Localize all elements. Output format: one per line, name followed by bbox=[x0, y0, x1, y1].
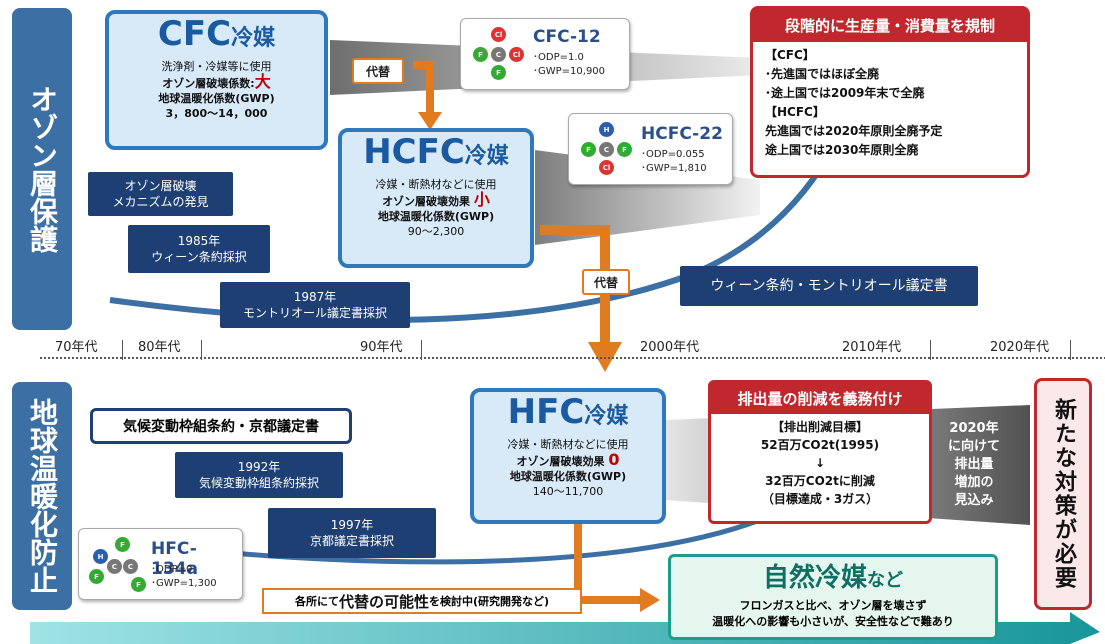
forecast-note: 2020年に向けて排出量増加の見込み bbox=[947, 421, 1000, 508]
research-note: 各所にて代替の可能性を検討中(研究開発など) bbox=[262, 588, 582, 614]
timeline-tick bbox=[201, 340, 202, 360]
ozone-section-label: オゾン層保護 bbox=[12, 8, 72, 330]
new-measures-box: 新たな対策が必要 bbox=[1034, 378, 1092, 610]
era-2000s: 2000年代 bbox=[640, 340, 700, 355]
kyoto-1992-box: 1992年気候変動枠組条約採択 bbox=[175, 452, 343, 498]
research-arrow bbox=[574, 520, 645, 604]
era-90s: 90年代 bbox=[360, 340, 403, 355]
warming-section-label: 地球温暖化防止 bbox=[12, 382, 72, 610]
hcfc-box: HCFC冷媒 冷媒・断熱材などに使用 オゾン層破壊効果 小 地球温暖化係数(GW… bbox=[338, 128, 534, 268]
kyoto-1997-box: 1997年京都議定書採択 bbox=[268, 508, 436, 558]
era-2010s: 2010年代 bbox=[842, 340, 902, 355]
hfc134a-molecule-icon: F H C C F F bbox=[85, 535, 147, 595]
replace-arrow-2 bbox=[540, 225, 610, 345]
timeline-tick bbox=[1070, 340, 1071, 360]
regulation-box: 段階的に生産量・消費量を規制 【CFC】 ･先進国ではほぼ全廃 ･途上国では20… bbox=[750, 6, 1030, 178]
vienna-1985-box: 1985年ウィーン条約採択 bbox=[128, 225, 270, 273]
ozone-discovery-box: オゾン層破壊メカニズムの発見 bbox=[88, 172, 233, 216]
replace-tag-1: 代替 bbox=[352, 58, 404, 84]
hcfc22-molecule-icon: H F C F Cl bbox=[577, 122, 637, 180]
hfc134a-card: F H C C F F HFC-134a ･ODP=0 ･GWP=1,300 bbox=[78, 528, 243, 600]
cfc-box: CFC冷媒 洗浄剤・冷媒等に使用 オゾン層破壊係数:大 地球温暖化係数(GWP)… bbox=[105, 10, 328, 150]
vienna-montreal-box: ウィーン条約・モントリオール議定書 bbox=[680, 266, 978, 306]
regulation-title: 段階的に生産量・消費量を規制 bbox=[753, 9, 1027, 42]
timeline-tick bbox=[122, 340, 123, 360]
timeline-tick bbox=[421, 340, 422, 360]
era-2020s: 2020年代 bbox=[990, 340, 1050, 355]
kyoto-header: 気候変動枠組条約・京都議定書 bbox=[90, 408, 352, 444]
natural-refrigerant-box: 自然冷媒など フロンガスと比べ、オゾン層を壊さず 温暖化への影響も小さいが、安全… bbox=[668, 554, 998, 640]
cfc12-card: Cl F C Cl F CFC-12 ･ODP=1.0 ･GWP=10,900 bbox=[460, 18, 630, 90]
hcfc22-card: H F C F Cl HCFC-22 ･ODP=0.055 ･GWP=1,810 bbox=[568, 113, 733, 185]
cfc12-molecule-icon: Cl F C Cl F bbox=[469, 27, 529, 85]
hfc-box: HFC冷媒 冷媒・断熱材などに使用 オゾン層破壊効果 0 地球温暖化係数(GWP… bbox=[470, 388, 666, 524]
emission-title: 排出量の削減を義務付け bbox=[711, 383, 929, 414]
era-80s: 80年代 bbox=[138, 340, 181, 355]
replace-arrow-1 bbox=[413, 61, 434, 118]
era-70s: 70年代 bbox=[55, 340, 98, 355]
timeline-tick bbox=[930, 340, 931, 360]
emission-box: 排出量の削減を義務付け 【排出削減目標】 52百万CO2t(1995) ↓ 32… bbox=[708, 380, 932, 524]
montreal-1987-box: 1987年モントリオール議定書採択 bbox=[220, 282, 410, 328]
replace-tag-2: 代替 bbox=[582, 269, 630, 295]
